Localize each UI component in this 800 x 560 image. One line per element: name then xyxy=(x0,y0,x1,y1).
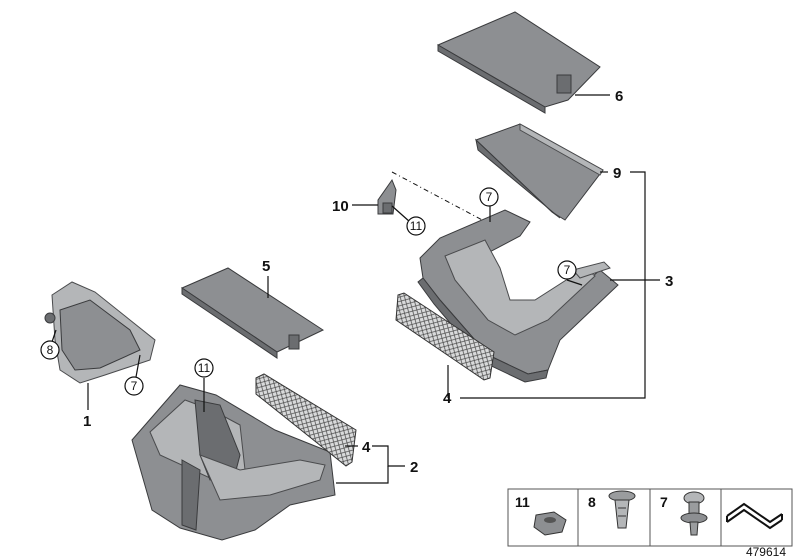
svg-text:11: 11 xyxy=(198,361,211,375)
part-1-side-cover xyxy=(44,281,156,384)
part-4-mesh-lower xyxy=(255,373,357,467)
callout-7-circle-a: 7 xyxy=(479,187,499,207)
assembly-guide-line xyxy=(391,171,487,223)
callout-7-circle-b: 7 xyxy=(557,260,577,280)
callout-9: 9 xyxy=(613,165,621,182)
callout-11-circle-lower: 11 xyxy=(194,358,214,378)
callout-11-circle-upper: 11 xyxy=(406,216,426,236)
svg-text:11: 11 xyxy=(410,219,423,233)
callout-8-circle: 8 xyxy=(40,340,60,360)
part-2-storage-box xyxy=(131,384,336,541)
callout-6: 6 xyxy=(615,88,623,105)
callout-1: 1 xyxy=(83,413,91,430)
callout-4-lower: 4 xyxy=(362,439,371,456)
fastener-legend: 11 8 7 xyxy=(507,488,793,547)
callout-3: 3 xyxy=(665,273,673,290)
clip-icon xyxy=(680,491,708,536)
svg-text:7: 7 xyxy=(486,190,493,204)
callout-10: 10 xyxy=(332,198,349,215)
callout-5: 5 xyxy=(262,258,270,275)
svg-text:7: 7 xyxy=(131,379,138,393)
nut-icon xyxy=(533,511,567,536)
callout-2: 2 xyxy=(410,459,418,476)
push-rivet-icon xyxy=(608,490,636,529)
part-4-mesh-upper xyxy=(395,292,495,381)
part-3-console xyxy=(417,209,619,383)
part-9-panel xyxy=(475,123,604,221)
part-5-lid xyxy=(180,267,325,359)
legend-label-8: 8 xyxy=(588,494,596,510)
diagram-reference-number: 479614 xyxy=(746,545,786,559)
carpet-section-icon xyxy=(726,502,783,530)
part-10-bracket xyxy=(377,178,397,215)
legend-label-7: 7 xyxy=(660,494,668,510)
callouts: 6 9 3 4 10 5 4 2 1 11 7 7 11 8 7 xyxy=(40,88,673,476)
svg-text:8: 8 xyxy=(47,343,54,357)
leader-lines xyxy=(51,94,660,484)
svg-text:7: 7 xyxy=(564,263,571,277)
callout-4-upper: 4 xyxy=(443,390,452,407)
legend-label-11: 11 xyxy=(515,494,530,510)
callout-7-circle-c: 7 xyxy=(124,376,144,396)
part-6-lid xyxy=(436,11,601,114)
